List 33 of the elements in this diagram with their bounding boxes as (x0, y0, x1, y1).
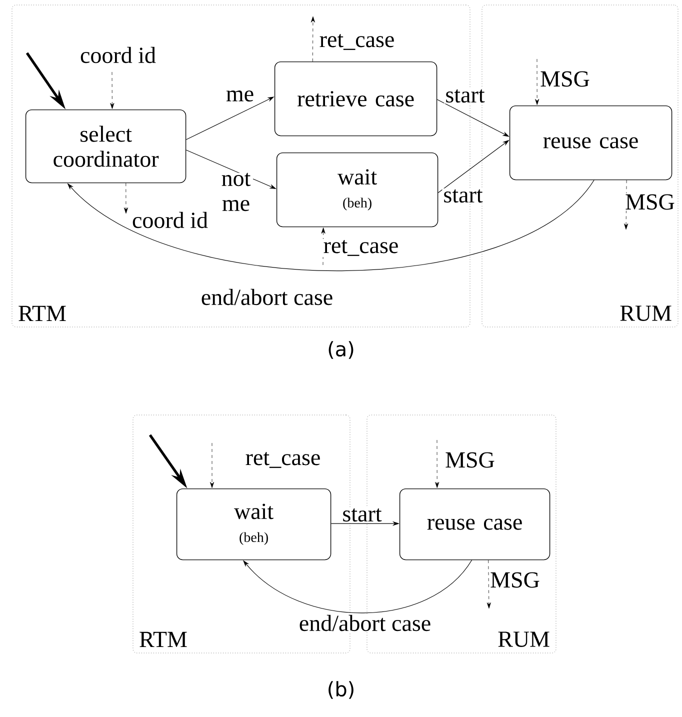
state-box: select coordinator (25, 109, 186, 184)
subfigure-label: (b) (328, 681, 354, 699)
edge-label: MSG (489, 571, 541, 589)
edge-label: MSG (539, 70, 591, 88)
edge-label: not me (219, 172, 253, 212)
state-box: wait (beh) (176, 488, 332, 560)
edge-label: ret_case (244, 451, 322, 469)
edge-label: end/abort case (200, 288, 334, 306)
state-box: reuse case (399, 488, 550, 560)
signal-arrow (435, 440, 440, 488)
edge-label: end/abort case (298, 614, 432, 632)
signal-arrow (321, 228, 326, 266)
signal-arrow (624, 180, 628, 230)
edge-label: start (444, 88, 486, 104)
signal-arrow (310, 16, 315, 62)
state-box: reuse case (509, 105, 672, 180)
state-box: retrieve case (274, 61, 438, 136)
edge-label: coord id (79, 46, 157, 64)
edge-label: coord id (131, 210, 209, 230)
edge-label: ret_case (318, 33, 396, 51)
signal-arrow (535, 58, 540, 105)
state-box: wait (beh) (276, 152, 438, 228)
edge-label: start (442, 188, 484, 204)
signal-arrow (486, 560, 491, 609)
edge-label: ret_case (322, 239, 400, 257)
signal-arrow (210, 442, 214, 488)
subfigure-label: (a) (328, 341, 354, 359)
edge-label: MSG (624, 193, 676, 211)
signal-arrow (110, 72, 114, 109)
edge-label: me (224, 89, 256, 103)
signal-arrow (124, 182, 128, 214)
edge-label: start (341, 507, 383, 523)
edge-label: MSG (444, 451, 496, 469)
